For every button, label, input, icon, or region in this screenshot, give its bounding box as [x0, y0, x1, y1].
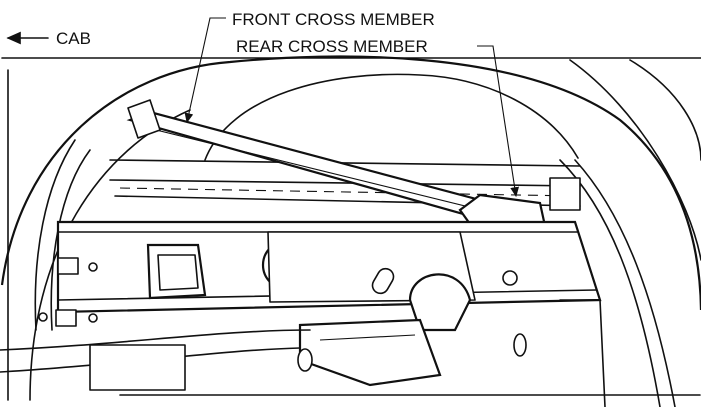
right-panel-arc: [569, 59, 701, 261]
wheel-well-outer-arc: [0, 55, 701, 311]
slot-hole: [371, 267, 395, 295]
round-hole-4: [502, 270, 518, 286]
front-cross-member-end: [127, 99, 161, 139]
front-cross-member-label: FRONT CROSS MEMBER: [232, 10, 435, 29]
right-panel-arc-2: [629, 59, 701, 161]
left-wheelhouse-2: [34, 139, 76, 331]
front-cross-member-leader: [184, 17, 226, 124]
rear-cross-member-callout: REAR CROSS MEMBER: [236, 37, 520, 198]
lower-hole-2: [513, 333, 527, 357]
lower-bracket-detail: [319, 334, 416, 341]
line-drawing: [0, 55, 701, 408]
slotted-rail: [119, 187, 576, 197]
rear-cross-member-leader: [477, 45, 520, 198]
front-cross-member-callout: FRONT CROSS MEMBER: [184, 10, 435, 124]
square-hole-1: [57, 257, 79, 275]
lower-rail: [0, 329, 311, 351]
rectangular-cutout: [146, 243, 207, 300]
lower-hole: [297, 348, 313, 372]
lower-plate-left: [89, 344, 186, 391]
lower-bracket: [298, 318, 442, 387]
round-hole-1: [88, 262, 98, 272]
mount-bracket: [408, 273, 472, 332]
rail-end-bracket: [549, 177, 581, 211]
cab-label: CAB: [56, 29, 91, 48]
round-hole-3: [88, 313, 98, 323]
right-fender-edge-2: [574, 159, 676, 408]
rectangular-cutout-inner: [157, 254, 199, 291]
rear-cross-member-label: REAR CROSS MEMBER: [236, 37, 428, 56]
round-hole-2: [38, 312, 48, 322]
right-lower-panel: [559, 299, 606, 408]
upper-rail-bottom: [109, 179, 581, 187]
square-hole-2: [55, 309, 77, 327]
tire-arc: [204, 73, 579, 161]
cab-direction-label-group: CAB: [6, 29, 91, 48]
